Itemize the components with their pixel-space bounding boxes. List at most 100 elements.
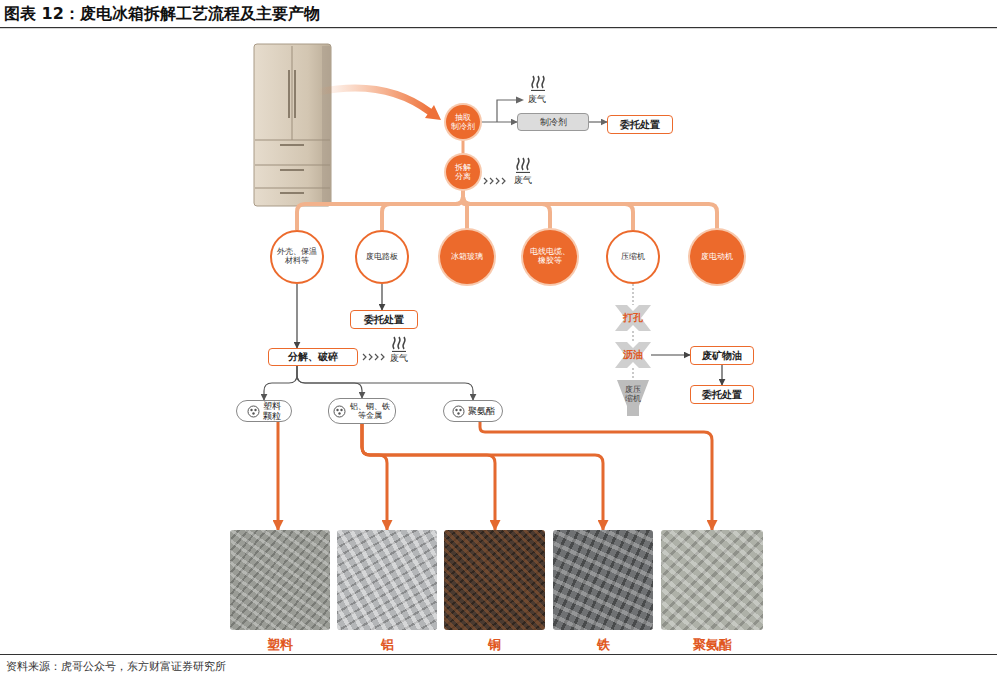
node-text: 塑料	[230, 638, 330, 653]
material-box: 废矿物油	[690, 346, 754, 365]
step-outline	[615, 305, 651, 331]
connector	[721, 365, 722, 385]
fridge-handle	[294, 70, 296, 118]
fridge-handle	[280, 144, 304, 146]
connector	[296, 284, 297, 348]
emission-label: 废气	[528, 93, 546, 106]
component-circle: 压缩机	[606, 230, 660, 284]
node-text: 打孔	[623, 312, 643, 324]
node-text: 废电路板	[362, 253, 402, 262]
connector	[297, 189, 463, 230]
feed-arrowhead	[425, 105, 441, 120]
pill-icon-dot	[250, 408, 252, 410]
emission-label: 废气	[514, 174, 532, 187]
node-text: 铜	[444, 638, 545, 653]
node-text: 塑料 颗粒	[263, 401, 282, 422]
component-circle: 电线电缆、 橡胶等	[523, 230, 577, 284]
fridge-door-split	[292, 46, 293, 140]
figure-title: 图表 12：废电冰箱拆解工艺流程及主要产物	[4, 4, 320, 25]
product-pill: 铝、铜、铁 等金属	[328, 398, 396, 424]
node-text: 废矿物油	[702, 350, 742, 362]
connector	[362, 424, 387, 530]
connector	[651, 354, 690, 355]
gas-icon	[531, 76, 545, 91]
component-circle: 外壳、保温 材料等	[270, 230, 324, 284]
fridge-body	[254, 44, 331, 206]
gas-arrowhead	[516, 97, 524, 104]
step-marker: 沥油	[615, 342, 651, 368]
node-text: 聚氨酯	[661, 638, 763, 653]
connector	[632, 284, 634, 305]
product-pill: 聚氨酯	[443, 400, 503, 422]
connector	[632, 368, 634, 380]
step-outline	[615, 342, 651, 368]
node-text: 分解、破碎	[288, 351, 338, 363]
pill-icon-dot	[340, 408, 342, 410]
node-text: 废压 缩机	[625, 385, 642, 403]
connector	[462, 139, 465, 155]
node-text: 委托处置	[702, 389, 742, 401]
pill-icon	[247, 405, 260, 418]
node-text: 铝	[337, 638, 437, 653]
emission-label: 废气	[390, 352, 408, 365]
pill-icon-dot	[338, 412, 340, 414]
connector	[480, 121, 517, 122]
connector	[264, 366, 297, 400]
connector	[463, 189, 550, 230]
material-box: 制冷剂	[517, 113, 589, 131]
node-text: 抽取 制冷剂	[451, 113, 476, 131]
node-text: 制冷剂	[540, 117, 567, 127]
node-text: 废电动机	[697, 253, 737, 262]
pill-icon-ring	[453, 406, 464, 417]
node-text: 沥油	[623, 349, 643, 361]
connector	[589, 121, 607, 122]
feed-arrow	[318, 88, 430, 112]
fridge-drawer-line	[255, 165, 330, 166]
connector	[297, 366, 362, 398]
node-text: 电线电缆、 橡胶等	[530, 248, 570, 265]
fridge-handle	[280, 192, 304, 194]
funnel-fill	[617, 380, 649, 416]
gas-icon	[392, 337, 406, 352]
node-text: 外壳、保温 材料等	[277, 248, 317, 265]
gas-leader	[497, 100, 518, 122]
pill-icon-ring	[334, 406, 345, 417]
step-marker: 打孔	[615, 305, 651, 331]
fridge-handle	[288, 70, 290, 118]
component-circle: 废电路板	[355, 230, 409, 284]
fridge-drawer-line	[255, 140, 330, 141]
component-circle: 废电动机	[690, 230, 744, 284]
node-text: 铝、铜、铁 等金属	[349, 402, 391, 420]
product-pill: 塑料 颗粒	[236, 400, 292, 422]
fridge-drawer-line	[255, 188, 330, 189]
product-photo: 铜	[444, 530, 545, 630]
pill-icon-dot	[459, 408, 461, 410]
funnel-shape: 废压 缩机	[617, 380, 649, 416]
connector	[480, 422, 712, 530]
node-text: 拆解 分离	[451, 163, 476, 181]
process-box: 分解、破碎	[268, 348, 358, 366]
connector	[277, 422, 280, 530]
connector	[632, 331, 634, 342]
pill-icon	[452, 405, 465, 418]
pill-icon-dot	[254, 408, 256, 410]
component-circle: 冰箱玻璃	[440, 230, 494, 284]
product-photo: 塑料	[230, 530, 330, 630]
pill-icon-dot	[336, 408, 338, 410]
pill-icon	[333, 405, 346, 418]
node-text: 聚氨酯	[468, 406, 495, 416]
connector	[382, 189, 463, 230]
node-text: 冰箱玻璃	[447, 253, 487, 262]
node-text: 铁	[553, 638, 653, 653]
gas-icon	[516, 158, 530, 173]
process-circle: 拆解 分离	[446, 155, 480, 189]
product-photo: 铁	[553, 530, 653, 630]
caption-rule	[0, 654, 997, 655]
connector	[463, 189, 717, 230]
product-photo: 聚氨酯	[661, 530, 763, 630]
chevron-symbol	[363, 354, 384, 360]
pill-icon-dot	[252, 412, 254, 414]
pill-icon-dot	[455, 408, 457, 410]
disposal-box: 委托处置	[690, 385, 754, 404]
